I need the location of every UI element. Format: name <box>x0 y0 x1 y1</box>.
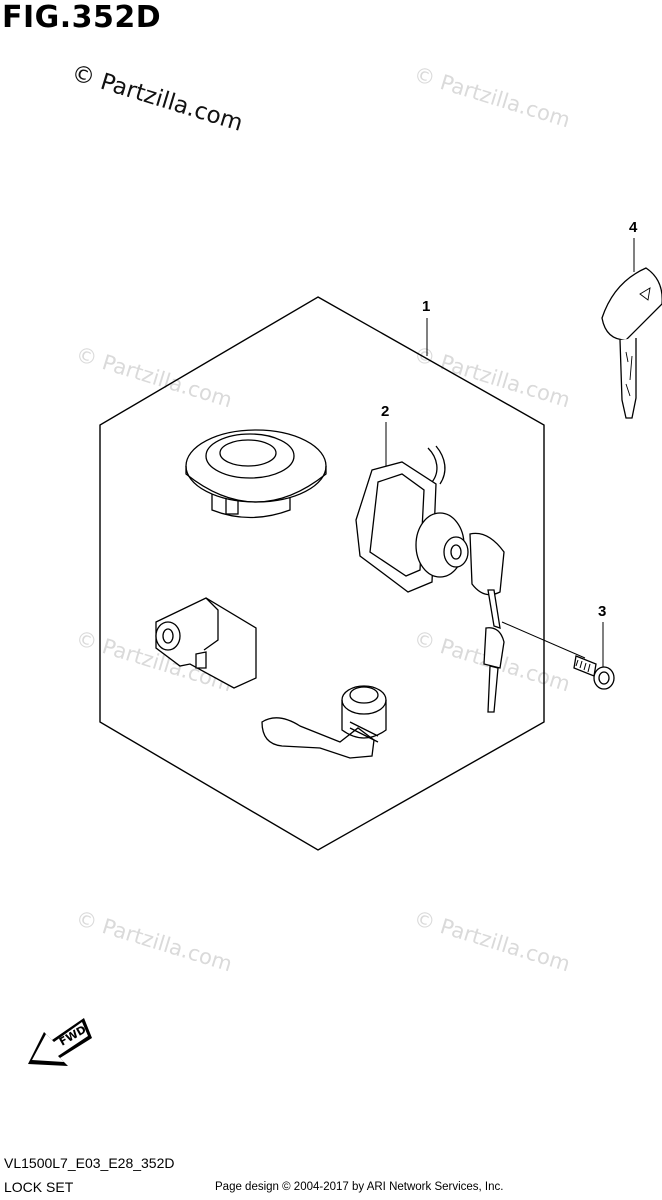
screw-icon <box>573 655 615 690</box>
assembly-name: LOCK SET <box>4 1179 74 1195</box>
figure-title: FIG.352D <box>2 0 162 35</box>
fuel-cap-lock-icon <box>185 429 327 519</box>
helmet-lock-icon <box>155 597 257 689</box>
fwd-arrow-icon <box>28 1018 92 1066</box>
callout-2: 2 <box>381 403 390 420</box>
model-code: VL1500L7_E03_E28_352D <box>4 1155 175 1171</box>
leader-line-screw <box>501 621 586 659</box>
callout-1: 1 <box>422 298 431 315</box>
kit-outline <box>99 296 545 851</box>
callout-3: 3 <box>598 603 607 620</box>
callout-4: 4 <box>629 219 638 236</box>
key-icon <box>601 267 662 419</box>
seat-lock-icon <box>355 445 505 713</box>
credit-text: Page design © 2004-2017 by ARI Network S… <box>215 1181 504 1193</box>
cylinder-lock-icon <box>261 685 387 759</box>
